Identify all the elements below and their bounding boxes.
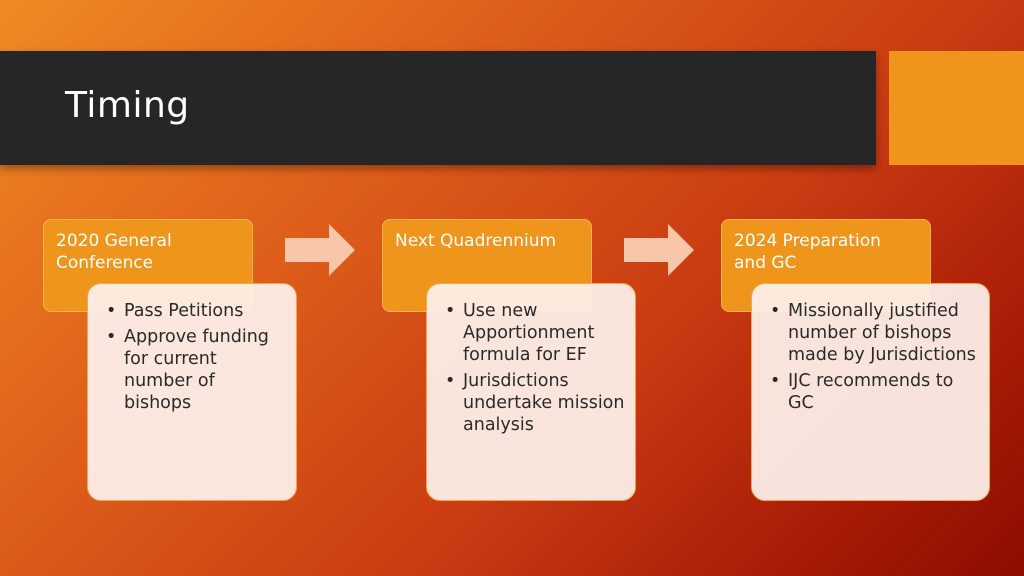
step-1-bullet-list: Pass Petitions Approve funding for curre… — [102, 300, 286, 414]
step-1-header-text: 2020 General Conference — [56, 231, 172, 273]
step-2-body: Use new Apportionment formula for EF Jur… — [426, 283, 636, 501]
arrow-right-icon — [624, 224, 694, 276]
step-3-bullet-2: IJC recommends to GC — [766, 370, 979, 414]
step-3-bullet-1: Missionally justified number of bishops … — [766, 300, 979, 366]
slide-title: Timing — [65, 85, 190, 126]
step-3-bullet-list: Missionally justified number of bishops … — [766, 300, 979, 414]
step-1-body: Pass Petitions Approve funding for curre… — [87, 283, 297, 501]
title-bar — [0, 51, 876, 165]
step-3-body: Missionally justified number of bishops … — [751, 283, 990, 501]
step-3-header-text: 2024 Preparation and GC — [734, 231, 881, 273]
step-1-bullet-1: Pass Petitions — [102, 300, 286, 322]
step-1-bullet-2: Approve funding for current number of bi… — [102, 326, 286, 414]
step-2-header-text: Next Quadrennium — [395, 231, 557, 251]
step-2-bullet-2: Jurisdictions undertake mission analysis — [441, 370, 625, 436]
step-2-bullet-1: Use new Apportionment formula for EF — [441, 300, 625, 366]
step-2-bullet-list: Use new Apportionment formula for EF Jur… — [441, 300, 625, 436]
arrow-right-icon — [285, 224, 355, 276]
accent-square — [889, 51, 1024, 165]
